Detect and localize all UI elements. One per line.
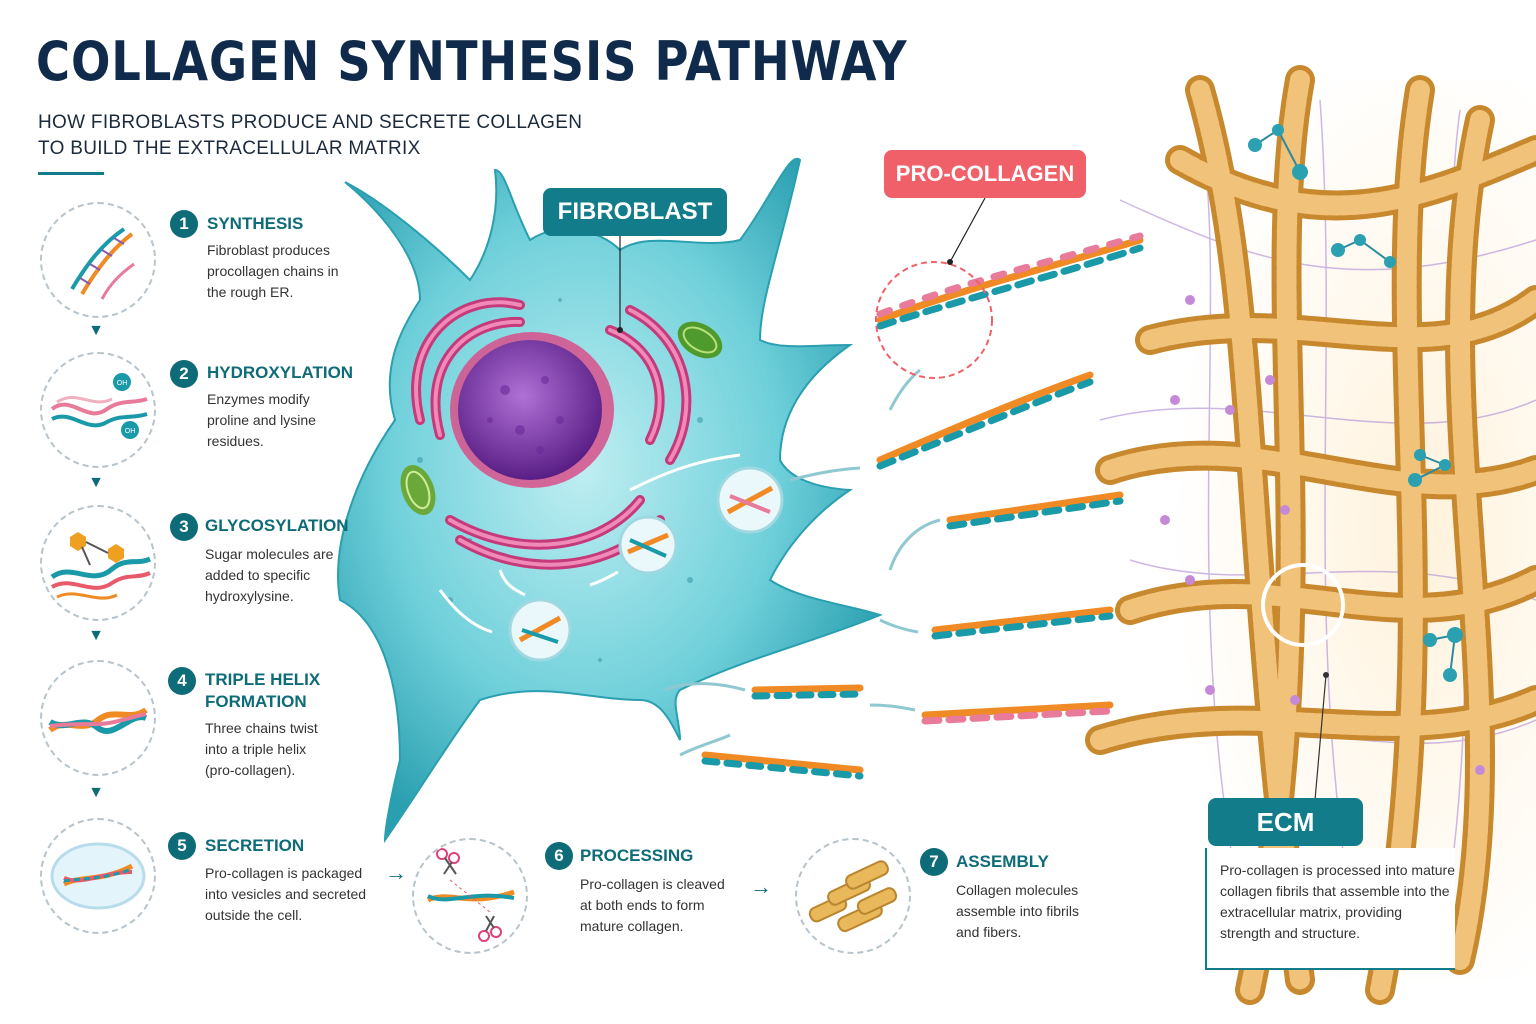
glycosylation-step-image [40, 505, 156, 621]
page-title: COLLAGEN SYNTHESIS PATHWAY [36, 30, 908, 93]
procollagen-strands [701, 232, 1144, 780]
right-arrow-icon: → [750, 874, 772, 899]
collagen-fibers [1085, 65, 1536, 1005]
step-5-title: SECRETION [205, 836, 305, 855]
step-7-title: ASSEMBLY [956, 852, 1049, 871]
secretory-vesicles [508, 466, 784, 662]
synthesis-step-image [40, 202, 156, 318]
step-2-title: HYDROXYLATION [207, 363, 354, 382]
procollagen-label: PRO-COLLAGEN [884, 150, 1086, 198]
step-7-number: 7 [920, 848, 948, 876]
subtitle-line-1: HOW FIBROBLASTS PRODUCE AND SECRETE COLL… [38, 112, 583, 133]
rough-er [411, 297, 692, 570]
secretion-step-image [40, 818, 156, 934]
step-5-number: 5 [168, 832, 196, 860]
step-7-description: Collagen molecules assemble into fibrils… [956, 882, 1079, 940]
down-arrow-icon: ▼ [88, 474, 104, 491]
chain-icon: OH OH [50, 373, 148, 439]
fibril-highlight-ring [1261, 563, 1345, 647]
step-3-number: 3 [170, 513, 198, 541]
right-arrow-icon: → [385, 860, 407, 885]
flow-arrows [664, 368, 941, 757]
processing-step-image [412, 838, 528, 954]
step-4-title: TRIPLE HELIX FORMATION [205, 670, 321, 711]
step-1-number: 1 [170, 210, 198, 238]
scissors-icon [426, 848, 515, 942]
fibril-icon [808, 860, 898, 933]
down-arrow-icon: ▼ [88, 784, 104, 801]
step-6-title: PROCESSING [580, 846, 694, 865]
ecm-label: ECM [1208, 798, 1363, 846]
step-6-description: Pro-collagen is cleaved at both ends to … [580, 876, 725, 934]
down-arrow-icon: ▼ [88, 322, 104, 339]
helix-icon [48, 707, 148, 734]
vesicle-icon [50, 842, 146, 910]
oh-label-2: OH [125, 428, 136, 435]
triple-helix-step-image [40, 660, 156, 776]
title-rule [38, 172, 104, 175]
step-2-number: 2 [170, 360, 198, 388]
ecm-description: Pro-collagen is processed into mature co… [1205, 848, 1455, 970]
procollagen-leader-line [949, 197, 986, 263]
oh-label-1: OH [117, 380, 128, 387]
mitochondria [400, 321, 723, 516]
step-2-description: Enzymes modify proline and lysine residu… [207, 391, 316, 449]
step-3-description: Sugar molecules are added to specific hy… [205, 546, 334, 604]
step-6-number: 6 [545, 842, 573, 870]
assembly-step-image [795, 838, 911, 954]
subtitle-line-2: TO BUILD THE EXTRACELLULAR MATRIX [38, 138, 421, 159]
step-1-description: Fibroblast produces procollagen chains i… [207, 242, 339, 300]
step-5-description: Pro-collagen is packaged into vesicles a… [205, 865, 367, 923]
step-4-number: 4 [168, 667, 196, 695]
procollagen-zoom-ring [875, 261, 993, 379]
nucleus [458, 340, 602, 480]
page-subtitle: HOW FIBROBLASTS PRODUCE AND SECRETE COLL… [38, 110, 582, 162]
sugar-icon [50, 532, 152, 600]
down-arrow-icon: ▼ [88, 627, 104, 644]
step-1-title: SYNTHESIS [207, 214, 304, 233]
fibroblast-label: FIBROBLAST [543, 188, 727, 236]
step-3-title: GLYCOSYLATION [205, 516, 349, 535]
ecm-molecules [1160, 124, 1485, 775]
dna-icon [70, 227, 135, 300]
step-4-description: Three chains twist into a triple helix (… [205, 720, 318, 778]
ecm-leader-line [1314, 674, 1327, 801]
transport-arrows [438, 453, 741, 634]
hydroxylation-step-image: OH OH [40, 352, 156, 468]
